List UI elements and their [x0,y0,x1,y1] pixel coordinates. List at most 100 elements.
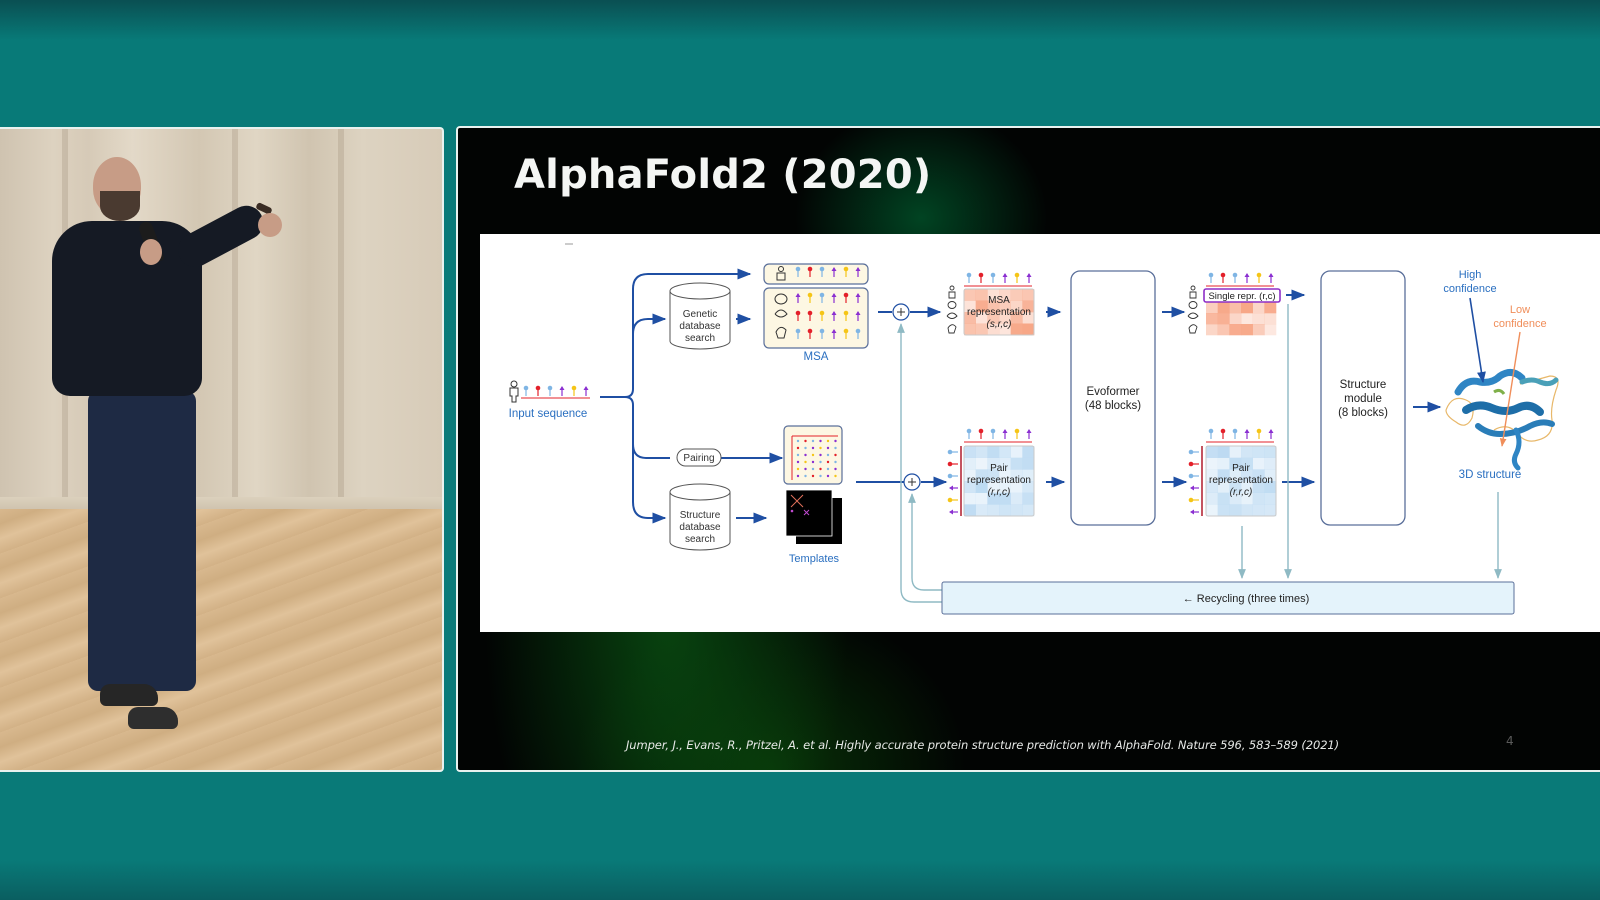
speaker-arm [172,199,270,274]
residue-head [1244,273,1250,277]
heatmap-cell [964,492,976,505]
species-stack-icon [946,285,958,334]
pair-repr-label: (r,r,c) [1230,487,1253,498]
heatmap-cell [1217,324,1230,336]
genetic-db-label: Genetic [683,309,717,320]
structure-db-label: database [679,522,721,533]
human-icon [509,380,519,403]
heatmap-cell [1206,457,1218,470]
heatmap-cell [975,457,988,470]
heatmap-cell [1022,446,1035,458]
heatmap-cell [975,469,988,482]
heatmap-cell [999,481,1011,493]
genetic-db-label: search [685,333,715,344]
speaker-hand [140,239,162,265]
plus-node-msa [892,303,910,321]
heatmap-cell [1022,492,1035,505]
heatmap-cell [964,481,976,493]
pair-dot [811,453,815,457]
residue-row [523,385,589,396]
templates-label: Templates [789,553,840,565]
residue-head [855,267,861,271]
pair-dot [796,446,800,450]
heatmap-cell [964,504,976,517]
residue-head [1256,428,1262,434]
heatmap-cell [1010,492,1023,505]
heatmap-cell [1022,481,1035,493]
heatmap-cell [964,457,976,470]
heatmap-cell [1241,492,1253,505]
residue-row [966,272,1032,283]
heatmap-cell [964,300,976,313]
pair-representation-heatmap [1206,446,1277,517]
input-branches [600,268,784,524]
residue-head [831,293,837,297]
heatmap-cell [1217,469,1230,482]
pair-dot [804,467,807,471]
structure-db-label: search [685,534,715,545]
speaker-shoe [128,707,178,729]
heatmap-cell [1010,312,1023,324]
heatmap-cell [1229,504,1242,517]
pair-repr-label: Pair [1232,463,1250,474]
plus-node-pair [903,473,921,491]
pair-dot [819,439,822,443]
heatmap-cell [1252,481,1265,493]
heatmap-cell [1022,323,1035,336]
pair-dot [811,467,815,471]
heatmap-cell [1206,504,1218,517]
high-confidence-annotation: High confidence [1443,269,1497,384]
structure-db-label: Structure [680,510,721,521]
heatmap-cell [1229,457,1242,470]
pair-dot [819,446,822,450]
heatmap-cell [1022,469,1035,482]
heatmap-cell [975,481,988,493]
curtain-fold [338,129,344,509]
residue-head [1268,273,1274,277]
residue-head [1208,272,1214,278]
residue-row [1208,428,1274,439]
heatmap-cell [1264,313,1277,325]
species-icons [774,266,788,339]
residue-head [855,293,861,297]
heatmap-cell [1252,313,1265,325]
species-stack-icon [1187,285,1199,334]
heatmap-cell [1241,324,1253,336]
heatmap-cell [1241,446,1253,458]
residue-head [966,272,972,278]
residue-head [807,292,813,298]
residue-row [966,428,1032,439]
heatmap-cell [1241,504,1253,517]
heatmap-cell [987,457,1000,470]
pair-dot [826,439,830,443]
residue-head [807,328,813,334]
heatmap-cell [1229,492,1242,505]
heatmap-cell [1229,324,1242,336]
heatmap-cell [1022,300,1035,313]
heatmap-cell [1022,457,1035,470]
pair-dot [819,467,822,471]
msa-repr-label: MSA [988,295,1010,306]
heatmap-cell [975,312,988,324]
heatmap-cell [999,492,1011,505]
residue-head [843,266,849,272]
heatmap-cell [975,323,988,336]
heatmap-cell [975,300,988,313]
pair-repr-label: representation [1209,475,1273,486]
architecture-diagram: Input sequence Genetic database search [509,243,1559,615]
heatmap-cell [1206,469,1218,482]
residue-head [819,310,825,316]
pairing-grid [783,425,843,485]
heatmap-cell [999,504,1011,517]
heatmap-cell [1229,313,1242,325]
heatmap-cell [1010,457,1023,470]
msa-repr-label: (s,r,c) [987,319,1012,330]
pair-dot [804,439,807,443]
residue-head [559,386,565,390]
single-representation-heatmap [1206,302,1277,336]
single-representation: Single repr. (r,c) [1187,272,1281,336]
speaker [0,129,442,770]
pair-dot [804,474,807,478]
residue-head [855,311,861,315]
residue-head [855,328,861,334]
